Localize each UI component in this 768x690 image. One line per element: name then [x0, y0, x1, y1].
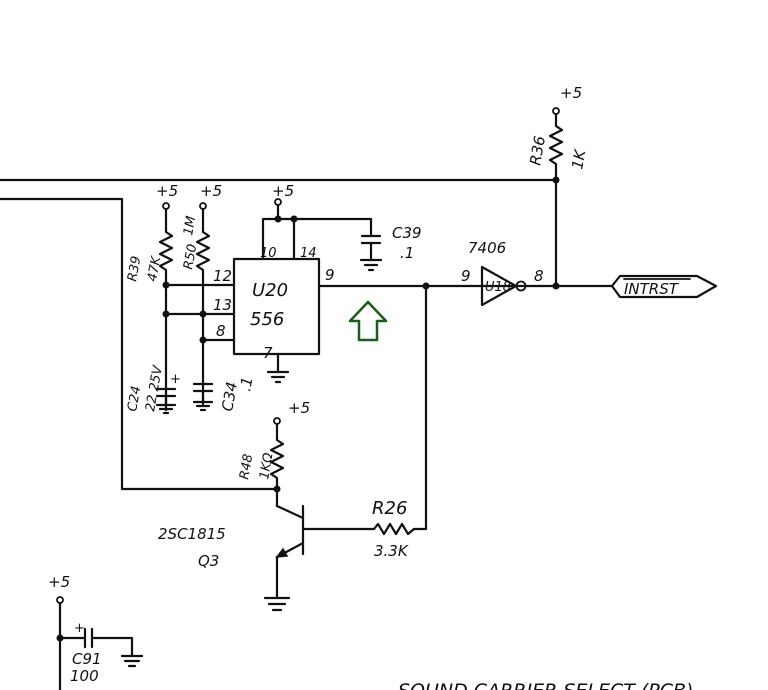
- u20-ref-label: U20: [252, 280, 288, 301]
- bottom-caption: SOUND CARRIER SELECT (PCB): [398, 680, 693, 690]
- q3-transistor: 2SC1815 Q3: [158, 504, 376, 612]
- feedback-wire: [412, 284, 428, 531]
- u20-pin-8: 8: [216, 322, 226, 340]
- r39-supply-label: +5: [156, 182, 178, 200]
- r50-supply-label: +5: [200, 182, 222, 200]
- c91-capacitor: +5 + C91 100: [48, 573, 144, 690]
- r26-resistor: R26 3.3K: [372, 498, 416, 560]
- r39-resistor: +5 R39 47K: [125, 182, 178, 412]
- c24-ref-label: C24: [125, 385, 144, 413]
- u18-family-label: 7406: [468, 239, 506, 257]
- r48-value-label: 1KΩ: [257, 452, 276, 481]
- r50-resistor: +5 R50 1M: [181, 182, 222, 406]
- c39-ref-label: C39: [392, 224, 422, 242]
- u18-pin-out: 8: [534, 267, 544, 285]
- c91-value-label: 100: [70, 667, 99, 685]
- u20-vcc-label: +5: [272, 182, 294, 200]
- c39-capacitor: C39 .1: [359, 224, 422, 272]
- r48-resistor: +5 R48 1KΩ: [237, 399, 310, 508]
- intrst-label-text: INTRST: [624, 280, 680, 298]
- c34-ref-label: C34: [218, 380, 241, 412]
- u20-pin-10: 10: [260, 246, 277, 261]
- r39-ref-label: R39: [125, 255, 144, 283]
- u20-pin-14: 14: [300, 246, 317, 261]
- u20-pin-7: 7: [263, 344, 273, 362]
- r50-value-label: 1M: [181, 215, 199, 237]
- u20-part-label: 556: [250, 309, 284, 330]
- c34-capacitor: C34 .1: [192, 375, 256, 413]
- q3-part-label: 2SC1815: [158, 525, 226, 543]
- c91-polarity: +: [74, 621, 85, 636]
- r50-ref-label: R50: [181, 243, 200, 271]
- up-arrow-icon: [348, 300, 388, 342]
- r39-value-label: 47K: [145, 254, 164, 283]
- u18-ref-label: U18: [485, 280, 511, 295]
- u20-pin-9: 9: [325, 266, 335, 284]
- r26-value-label: 3.3K: [374, 542, 409, 560]
- c24-capacitor: + C24 22 25V: [125, 364, 181, 415]
- u18-inverter: 7406 9 U18 8: [461, 239, 614, 307]
- r36-value-label: 1K: [568, 147, 589, 170]
- intrst-net-label: INTRST: [610, 274, 718, 299]
- c39-value-label: .1: [400, 244, 414, 262]
- r36-ref-label: R36: [526, 135, 549, 167]
- c24-polarity: +: [170, 372, 181, 387]
- u18-pin-in: 9: [461, 267, 471, 285]
- c91-ref-label: C91: [72, 650, 102, 668]
- q3-ref-label: Q3: [198, 552, 219, 570]
- r48-ref-label: R48: [237, 453, 256, 481]
- u20-pin-13: 13: [213, 296, 232, 314]
- r36-pullup: +5 R36 1K: [526, 84, 590, 288]
- c34-value-label: .1: [236, 375, 256, 392]
- u20-timer: U20 556 7 10 14 +5 12 13 8 9: [162, 182, 558, 384]
- r26-ref-label: R26: [372, 498, 407, 519]
- left-wires: [0, 178, 558, 491]
- u20-pin-12: 12: [213, 267, 232, 285]
- r48-supply-label: +5: [288, 399, 310, 417]
- r36-supply-label: +5: [560, 84, 582, 102]
- c91-supply-label: +5: [48, 573, 70, 591]
